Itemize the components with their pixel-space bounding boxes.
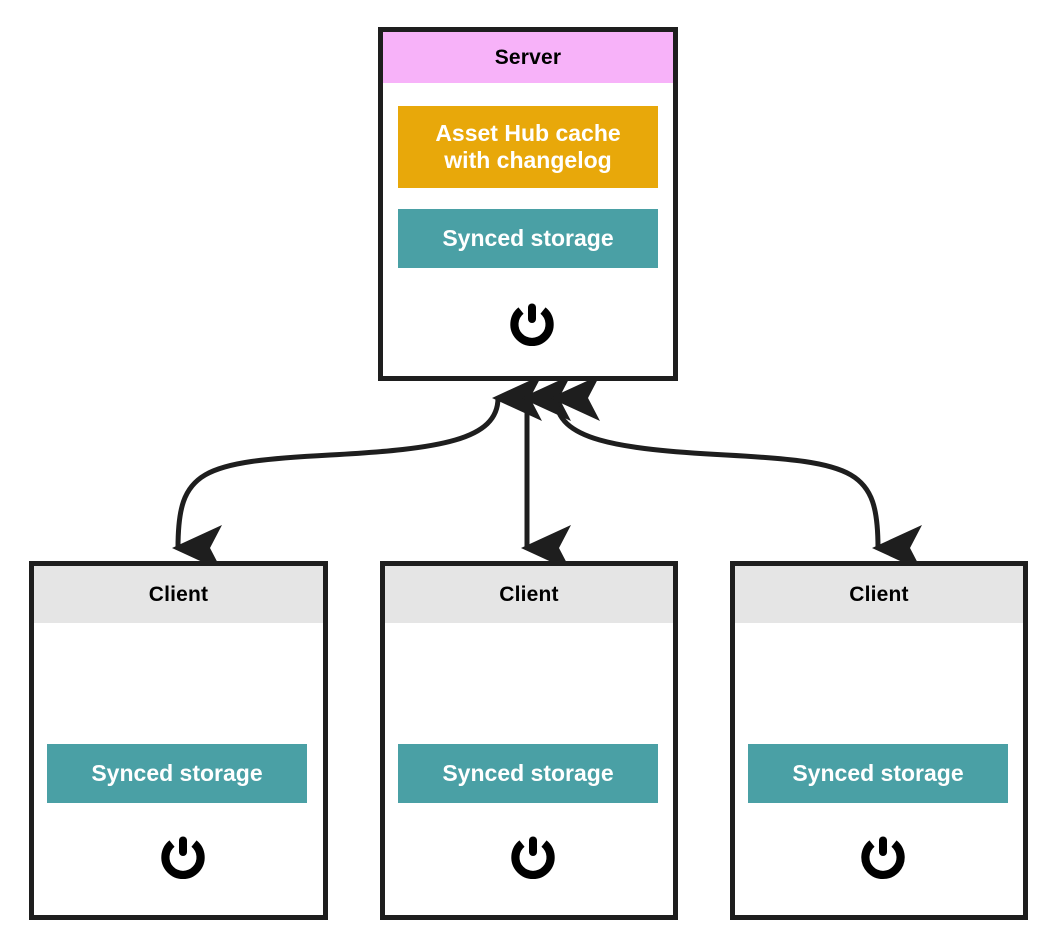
server-synced-storage-chip[interactable]: Synced storage xyxy=(398,209,658,268)
asset-hub-cache-chip[interactable]: Asset Hub cache with changelog xyxy=(398,106,658,188)
client-header-2: Client xyxy=(385,566,673,623)
client-node-1[interactable]: Client Synced storage xyxy=(29,561,328,920)
client-node-2[interactable]: Client Synced storage xyxy=(380,561,678,920)
client-header-1: Client xyxy=(34,566,323,623)
client-header-3: Client xyxy=(735,566,1023,623)
client-node-3[interactable]: Client Synced storage xyxy=(730,561,1028,920)
power-icon[interactable] xyxy=(510,835,556,883)
server-to-client-right xyxy=(550,374,923,571)
client-synced-storage-chip-2[interactable]: Synced storage xyxy=(398,744,658,803)
power-icon[interactable] xyxy=(160,835,206,883)
server-node[interactable]: Server Asset Hub cache with changelog Sy… xyxy=(378,27,678,381)
power-icon[interactable] xyxy=(509,302,555,350)
server-header: Server xyxy=(383,32,673,83)
client-synced-storage-chip-3[interactable]: Synced storage xyxy=(748,744,1008,803)
power-icon[interactable] xyxy=(860,835,906,883)
server-to-client-left xyxy=(172,375,543,572)
client-synced-storage-chip-1[interactable]: Synced storage xyxy=(47,744,307,803)
